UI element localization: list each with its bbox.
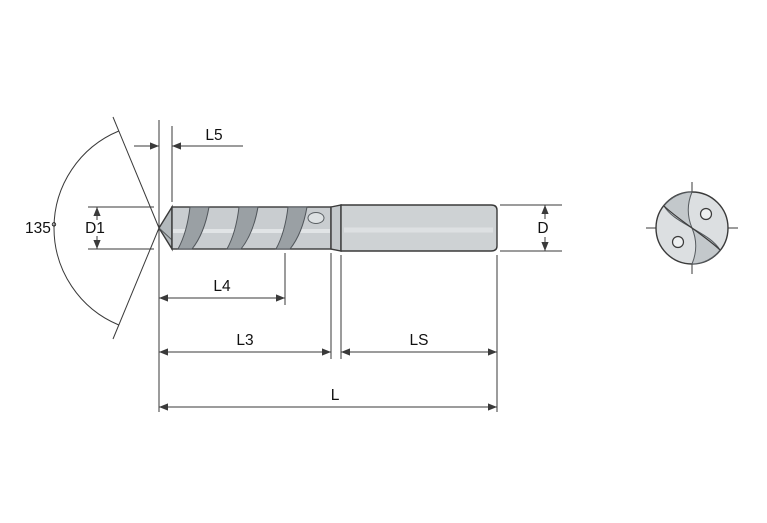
dimension-l4: L4 [159,253,286,305]
dimension-ls: LS [340,255,498,412]
dimension-l: L [159,387,497,411]
flute-spiral-band [275,206,308,250]
dimension-d1: D1 [85,206,154,250]
end-view-flute-lower [690,226,721,265]
angle-arc [53,130,119,326]
angle-leg-upper [112,116,160,229]
coolant-hole-upper [699,207,713,221]
l3-label: L3 [236,332,253,349]
l5-label: L5 [205,127,222,144]
point-angle-label: 135° [25,220,57,237]
l-label: L [331,387,340,404]
coolant-hole-exit [307,212,325,224]
d1-label: D1 [85,220,105,237]
d-label: D [537,220,548,237]
angle-leg-lower [112,227,160,340]
flute-spiral-band [177,206,210,250]
drill-point [158,204,173,252]
point-angle-annotation: 135° [25,116,160,340]
l4-label: L4 [213,278,231,295]
coolant-hole-lower [671,235,685,249]
flute-spiral-band [226,206,259,250]
end-view-flute-upper [663,191,694,230]
end-view-cutting-edge [663,205,721,251]
ls-label: LS [410,332,429,349]
drill-side-view [158,204,498,252]
drill-end-view [646,182,738,274]
dimension-l5: L5 [134,120,243,412]
flute-runout-transition [330,204,342,252]
drill-point-facet-line [158,227,173,241]
dimension-d: D [500,204,562,252]
dimension-l3: L3 [159,253,332,359]
